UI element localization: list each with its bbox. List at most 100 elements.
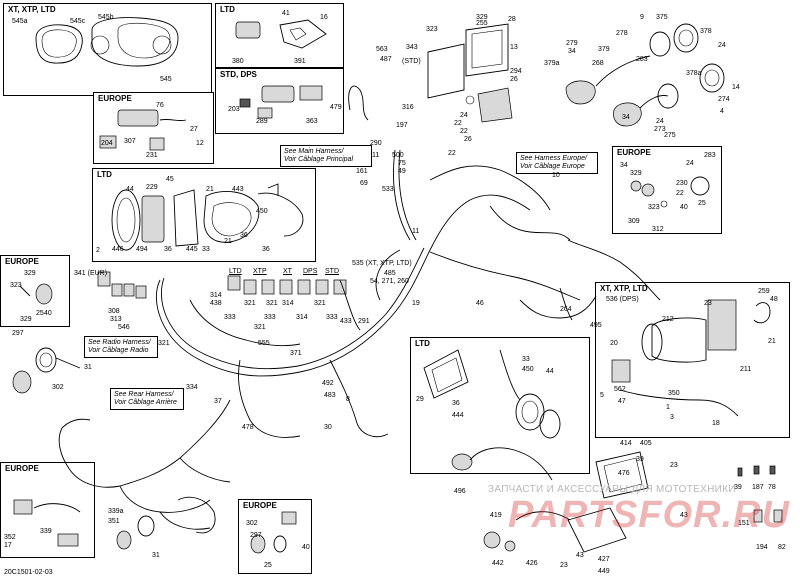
part-callout: 69 <box>360 180 368 187</box>
part-callout: 268 <box>592 60 604 67</box>
part-callout: 339a <box>108 508 124 515</box>
part-callout: 545c <box>70 18 86 25</box>
part-callout: 546 <box>118 324 130 331</box>
part-callout: 9 <box>640 14 644 21</box>
part-callout: 29 <box>416 396 424 403</box>
part-callout: 41 <box>282 10 290 17</box>
part-callout: 297 <box>250 532 262 539</box>
part-callout: 290 <box>370 140 382 147</box>
part-callout: 211 <box>740 366 752 373</box>
part-callout: 479 <box>330 104 342 111</box>
part-callout: 329 <box>630 170 642 177</box>
part-callout: 23 <box>704 300 712 307</box>
part-callout: 278 <box>616 30 628 37</box>
part-callout: 33 <box>202 246 210 253</box>
part-callout: 31 <box>84 364 92 371</box>
part-callout: 487 <box>380 56 392 63</box>
box-europe-left: EUROPE <box>0 255 70 327</box>
part-callout: 446 <box>112 246 124 253</box>
part-callout: 438 <box>210 300 222 307</box>
box-europe-bottom: EUROPE <box>238 499 312 574</box>
part-callout: 563 <box>376 46 388 53</box>
part-callout: 49 <box>398 168 406 175</box>
part-callout: 450 <box>256 208 268 215</box>
part-callout: 379a <box>544 60 560 67</box>
part-callout: 45 <box>166 176 174 183</box>
part-callout: 36 <box>452 400 460 407</box>
box-europe-bottomleft: EUROPE <box>0 462 95 558</box>
part-callout: 28 <box>508 16 516 23</box>
part-callout: 24 <box>656 118 664 125</box>
part-callout: 283 <box>704 152 716 159</box>
part-callout: 312 <box>652 226 664 233</box>
part-callout: 333 <box>326 314 338 321</box>
part-callout: 21 <box>768 338 776 345</box>
box-title: LTD <box>97 170 112 179</box>
part-callout: 316 <box>402 104 414 111</box>
part-callout: 8 <box>346 396 350 403</box>
part-callout: 76 <box>156 102 164 109</box>
part-callout: 30 <box>324 424 332 431</box>
variant-header: STD <box>325 268 339 275</box>
part-callout: 351 <box>108 518 120 525</box>
part-callout: 19 <box>412 300 420 307</box>
part-callout: 426 <box>526 560 538 567</box>
box-title: LTD <box>415 339 430 348</box>
part-callout: 230 <box>676 180 688 187</box>
part-callout: 20 <box>610 340 618 347</box>
part-callout: 414 <box>620 440 632 447</box>
part-callout: 48 <box>770 296 778 303</box>
part-callout: 14 <box>732 84 740 91</box>
part-callout: 321 <box>314 300 326 307</box>
watermark-logo: PARTSFOR.RU <box>508 494 790 536</box>
ltd-headlamp-drawing <box>111 183 304 251</box>
part-callout: 283 <box>636 56 648 63</box>
part-callout: 161 <box>356 168 368 175</box>
box-title: STD, DPS <box>220 70 257 79</box>
part-callout: 378 <box>700 28 712 35</box>
part-callout: 36 <box>240 232 248 239</box>
part-callout: 16 <box>320 14 328 21</box>
box-title: EUROPE <box>243 501 277 510</box>
part-callout: 478 <box>242 424 254 431</box>
part-callout: 334 <box>186 384 198 391</box>
main-harness-drawing <box>58 85 661 530</box>
part-callout: 371 <box>290 350 302 357</box>
box-europe-topleft: EUROPE <box>93 92 214 164</box>
part-callout: 492 <box>322 380 334 387</box>
part-callout: 494 <box>136 246 148 253</box>
part-callout: 43 <box>576 552 584 559</box>
box-title: EUROPE <box>5 257 39 266</box>
part-callout: 37 <box>214 398 222 405</box>
part-callout: 333 <box>264 314 276 321</box>
part-callout: 22 <box>460 128 468 135</box>
part-callout: 391 <box>294 58 306 65</box>
europe-bottom-drawing <box>250 511 297 554</box>
part-callout: 27 <box>190 126 198 133</box>
europe-switch-drawing <box>99 109 187 151</box>
part-callout: 11 <box>412 228 420 235</box>
europe-bottomleft-drawing <box>13 499 81 547</box>
part-callout: 26 <box>510 76 518 83</box>
fastener-drawing <box>737 465 783 523</box>
part-callout: 25 <box>264 562 272 569</box>
part-callout: 23 <box>560 562 568 569</box>
part-callout: 545b <box>98 14 114 21</box>
part-callout: 449 <box>598 568 610 575</box>
part-callout: 341 (EUR) <box>74 270 108 277</box>
variant-header: XTP <box>253 268 267 275</box>
watermark-text: ЗАПЧАСТИ И АКСЕССУАРЫ ДЛЯ МОТОТЕХНИКИ <box>488 484 736 495</box>
part-callout: 323 <box>426 26 438 33</box>
part-callout: 313 <box>110 316 122 323</box>
radio-drawing <box>483 451 649 553</box>
part-callout: 321 <box>254 324 266 331</box>
part-callout: 443 <box>232 186 244 193</box>
part-callout: 450 <box>522 366 534 373</box>
part-callout: 545 <box>160 76 172 83</box>
part-callout: 194 <box>756 544 768 551</box>
part-callout: 308 <box>108 308 120 315</box>
part-callout: 321 <box>266 300 278 307</box>
part-callout: 419 <box>490 512 502 519</box>
note-line: See Radio Harness/ <box>88 339 151 346</box>
part-callout: 294 <box>510 68 522 75</box>
